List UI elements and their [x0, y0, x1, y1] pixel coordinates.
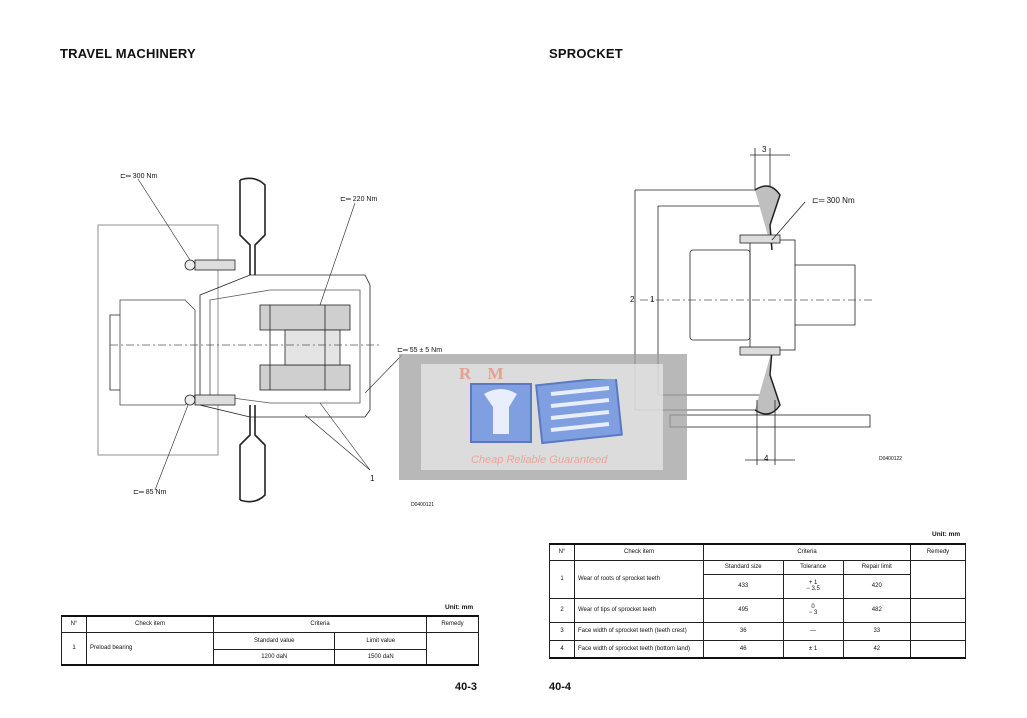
sub-limit: Limit value	[334, 631, 427, 650]
col-remedy: Remedy	[426, 615, 479, 633]
row-limit: 1500 daN	[334, 648, 427, 666]
torque-wrench-icon: ⊏═	[120, 173, 131, 180]
row-no: 1	[61, 631, 87, 666]
left-page-number: 40-3	[455, 681, 478, 693]
row-remedy	[910, 639, 966, 659]
torque-value: 300 Nm	[826, 196, 855, 205]
row-standard: 495	[703, 597, 784, 623]
watermark-letters: R M	[459, 364, 510, 383]
row-tolerance: + 1− 3.5	[782, 573, 844, 599]
travel-machinery-drawing	[97, 177, 403, 503]
row-check-item: Wear of tips of sprocket teeth	[574, 597, 704, 623]
col-criteria: Criteria	[703, 543, 911, 561]
right-spec-table: N° Check item Criteria Remedy 1 Wear of …	[549, 543, 966, 659]
watermark: R M Cheap Reliable Guaranteed	[399, 354, 687, 480]
row-check-item: Face width of sprocket teeth (teeth cres…	[574, 621, 704, 641]
torque-wrench-icon: ⊏═	[397, 347, 408, 354]
row-check-item: Face width of sprocket teeth (bottom lan…	[574, 639, 704, 659]
row-remedy	[910, 597, 966, 623]
col-check-item: Check item	[574, 543, 704, 561]
row-limit: 42	[842, 639, 912, 659]
row-standard: 46	[703, 639, 784, 659]
col-criteria: Criteria	[213, 615, 427, 633]
callout-marker: 1	[370, 474, 375, 483]
row-remedy	[910, 559, 966, 599]
torque-callout-220: ⊏═ 220 Nm	[340, 195, 377, 203]
sub-repair-limit: Repair limit	[842, 559, 912, 575]
row-limit: 482	[842, 597, 912, 623]
left-page-title: TRAVEL MACHINERY	[60, 46, 196, 61]
sub-tolerance: Tolerance	[782, 559, 844, 575]
unit-label: Unit: mm	[932, 531, 961, 538]
right-page-number: 40-4	[549, 681, 572, 693]
row-standard: 433	[703, 573, 784, 599]
row-tolerance: 0− 3	[782, 597, 844, 623]
right-page-title: SPROCKET	[549, 46, 623, 61]
col-check-item: Check item	[86, 615, 214, 633]
sub-standard: Standard value	[212, 631, 336, 650]
row-check-item: Preload bearing	[86, 631, 214, 666]
torque-wrench-icon: ⊏═	[812, 196, 825, 205]
row-standard: 36	[703, 621, 784, 641]
tolerance-top: 0	[811, 604, 815, 610]
tolerance-bottom: − 3	[808, 610, 818, 616]
row-tolerance: ± 1	[782, 639, 844, 659]
col-no: N°	[549, 543, 575, 561]
drawing-code: D0400122	[879, 456, 903, 462]
row-no: 4	[549, 639, 575, 659]
row-standard: 1200 daN	[212, 648, 336, 666]
sub-standard-size: Standard size	[703, 559, 784, 575]
watermark-tagline: Cheap Reliable Guaranteed	[471, 454, 608, 466]
torque-callout-85: ⊏═ 85 Nm	[133, 488, 166, 496]
row-check-item: Wear of roots of sprocket teeth	[574, 559, 704, 599]
dimension-label-1: 1	[650, 295, 655, 304]
torque-wrench-icon: ⊏═	[133, 489, 144, 496]
wrench-logo-icon	[470, 379, 623, 445]
torque-callout-300: ⊏═ 300 Nm	[120, 172, 157, 180]
dimension-label-2: 2	[630, 295, 635, 304]
torque-value: 85 Nm	[145, 489, 167, 496]
torque-value: 300 Nm	[132, 173, 158, 180]
row-limit: 420	[842, 573, 912, 599]
dimension-label-3: 3	[762, 145, 767, 154]
drawing-code: D0400121	[411, 502, 435, 508]
tolerance-bottom: − 3.5	[806, 586, 820, 592]
row-no: 2	[549, 597, 575, 623]
row-no: 1	[549, 559, 575, 599]
row-tolerance: —	[782, 621, 844, 641]
torque-value: 220 Nm	[352, 196, 378, 203]
col-no: N°	[61, 615, 87, 633]
dimension-label-4: 4	[764, 454, 769, 463]
torque-value: 55 ± 5 Nm	[409, 347, 443, 354]
col-remedy: Remedy	[910, 543, 966, 561]
tolerance-top: + 1	[808, 580, 818, 586]
row-remedy	[910, 621, 966, 641]
torque-callout-sprocket: ⊏═ 300 Nm	[812, 196, 855, 205]
row-remedy	[426, 631, 479, 666]
left-spec-table: N° Check item Criteria Remedy 1 Preload …	[61, 615, 479, 666]
unit-label: Unit: mm	[445, 604, 474, 611]
row-limit: 33	[842, 621, 912, 641]
torque-callout-55: ⊏═ 55 ± 5 Nm	[397, 346, 442, 354]
torque-wrench-icon: ⊏═	[340, 196, 351, 203]
row-no: 3	[549, 621, 575, 641]
